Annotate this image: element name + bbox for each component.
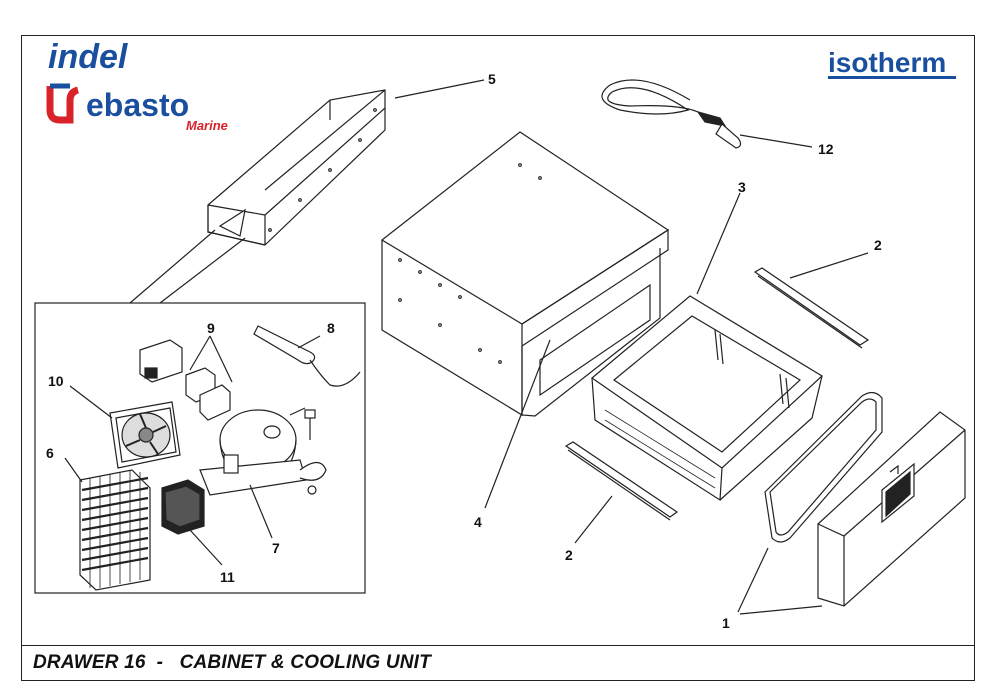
footer-divider bbox=[21, 645, 975, 646]
part-7-compressor bbox=[199, 407, 327, 539]
logo-indel-text: indel bbox=[48, 40, 129, 76]
label-part-1: 1 bbox=[722, 615, 730, 631]
drawing-frame bbox=[21, 35, 975, 681]
part-1-door-front bbox=[817, 411, 966, 607]
label-part-7: 7 bbox=[272, 540, 280, 556]
part-12-cable bbox=[601, 79, 813, 149]
part-5-bracket bbox=[207, 89, 386, 246]
webasto-w-mark bbox=[46, 83, 80, 124]
part-4-cabinet bbox=[380, 131, 670, 509]
logo-webasto-text: ebasto bbox=[86, 87, 189, 123]
part-1-gasket bbox=[764, 391, 883, 543]
part-8-sensor bbox=[253, 325, 361, 387]
label-part-11: 11 bbox=[220, 569, 235, 585]
label-part-10: 10 bbox=[48, 373, 64, 389]
label-part-4: 4 bbox=[474, 514, 482, 530]
indel-webasto-logo: indel ebasto Marine bbox=[46, 40, 228, 130]
part-2-rail-upper bbox=[753, 252, 870, 349]
label-part-9: 9 bbox=[207, 320, 215, 336]
part-2-rail-lower bbox=[564, 441, 679, 544]
part-11-module bbox=[161, 479, 223, 566]
label-part-6: 6 bbox=[46, 445, 54, 461]
diagram-caption: DRAWER 16 - CABINET & COOLING UNIT bbox=[33, 652, 431, 673]
label-part-3: 3 bbox=[738, 179, 746, 195]
part-3-drawer-box bbox=[591, 192, 823, 502]
label-part-12: 12 bbox=[818, 141, 834, 157]
label-part-2-upper: 2 bbox=[874, 237, 882, 253]
isotherm-logo-text: isotherm bbox=[828, 47, 946, 78]
label-part-5: 5 bbox=[488, 71, 496, 87]
label-part-2-lower: 2 bbox=[565, 547, 573, 563]
part-6-condenser bbox=[64, 457, 151, 591]
isotherm-logo: isotherm bbox=[828, 47, 956, 79]
part-10-fan bbox=[69, 385, 181, 469]
logo-marine-text: Marine bbox=[186, 118, 228, 130]
label-part-8: 8 bbox=[327, 320, 335, 336]
part-9-relay-parts bbox=[139, 335, 233, 421]
